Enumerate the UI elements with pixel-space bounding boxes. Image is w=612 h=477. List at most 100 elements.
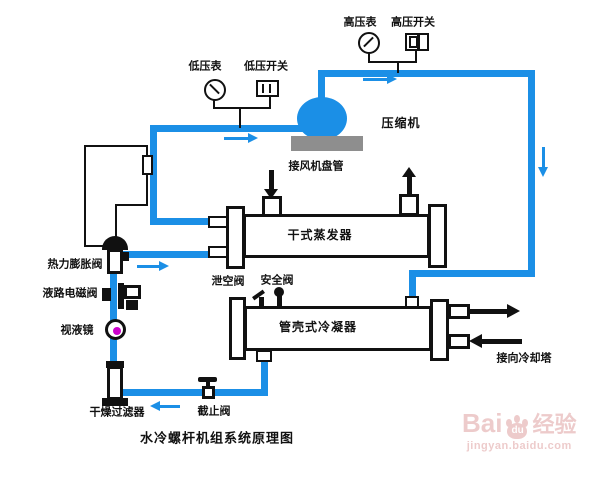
capillary-vertical xyxy=(115,204,117,238)
condenser-bottom-stub xyxy=(256,350,272,362)
high-pressure-gauge-icon xyxy=(358,32,380,54)
flow-arrow-liquid xyxy=(160,405,180,408)
flow-arrow-txv xyxy=(137,265,159,268)
flow-arrow-liquid-head xyxy=(150,401,160,411)
low-switch-contact-2 xyxy=(269,84,271,93)
flow-arrow-suction-head xyxy=(248,133,258,143)
high-gauge-label: 高压表 xyxy=(343,16,377,29)
compressor-label: 压缩机 xyxy=(381,116,421,130)
cond-water-out-arrow-head xyxy=(507,304,520,318)
evaporator-outlet-pipe xyxy=(150,218,214,225)
purge-valve-label: 泄空阀 xyxy=(211,275,245,288)
condenser-label: 管壳式冷凝器 xyxy=(278,320,358,334)
condenser-right-nozzle-bottom xyxy=(448,334,470,349)
high-switch-drop-line xyxy=(415,50,417,63)
low-switch-contact-1 xyxy=(262,84,264,93)
solenoid-valve-bar xyxy=(118,283,124,309)
capillary-horizontal xyxy=(115,204,148,206)
sight-glass-label: 视液镜 xyxy=(60,324,94,337)
low-gauge-drop-line xyxy=(213,99,215,109)
high-tap-horizontal xyxy=(368,61,417,63)
bulb-line-vertical xyxy=(146,145,148,206)
compressor-base xyxy=(291,136,363,151)
stop-valve-body xyxy=(202,386,215,399)
low-switch-drop-line xyxy=(269,96,271,109)
condenser-right-cap xyxy=(430,299,449,361)
right-riser-pipe xyxy=(528,70,535,277)
evaporator-label: 干式蒸发器 xyxy=(287,228,353,242)
watermark-du: du xyxy=(511,425,524,436)
flow-arrow-down-head xyxy=(538,167,548,177)
low-tap-down-line xyxy=(239,107,241,128)
txv-outlet-pipe xyxy=(120,251,214,258)
watermark-bai: Bai xyxy=(462,408,503,438)
stop-valve-label: 截止阀 xyxy=(197,405,231,418)
evap-water-in-arrow-shaft xyxy=(269,170,274,190)
expansion-valve-body xyxy=(107,249,123,274)
solenoid-valve-left-tab xyxy=(102,288,111,301)
watermark-url: jingyan.baidu.com xyxy=(466,440,572,452)
filter-drier-body xyxy=(107,366,123,400)
watermark-suffix: 经验 xyxy=(532,412,577,437)
condenser-right-nozzle-top xyxy=(448,304,470,319)
cooling-tower-label: 接向冷却塔 xyxy=(496,352,552,365)
evap-water-out-arrow-head xyxy=(402,167,416,177)
discharge-pipe-vertical xyxy=(318,72,325,104)
equalizer-vertical-left xyxy=(84,145,86,247)
liquid-line-bottom-horizontal xyxy=(116,389,268,396)
flow-arrow-discharge xyxy=(363,78,387,81)
evaporator-left-cap xyxy=(226,206,245,269)
flow-arrow-suction xyxy=(224,137,248,140)
solenoid-valve-label: 液路电磁阀 xyxy=(42,287,98,300)
low-pressure-switch-icon xyxy=(256,80,279,97)
evap-water-out-arrow-shaft xyxy=(407,176,412,195)
filter-drier-top-cap xyxy=(106,361,124,368)
high-tap-down-line xyxy=(397,61,399,73)
sight-glass-lens xyxy=(113,327,121,335)
solenoid-valve-coil-top xyxy=(124,285,141,299)
condenser-feed-horizontal xyxy=(409,270,535,277)
baidu-paw-icon: du xyxy=(504,415,530,439)
low-tap-horizontal xyxy=(213,107,271,109)
low-gauge-label: 低压表 xyxy=(188,60,222,73)
high-switch-bar xyxy=(417,35,420,49)
condenser-left-cap xyxy=(229,297,246,360)
low-switch-label: 低压开关 xyxy=(244,60,288,73)
sight-glass-icon xyxy=(105,319,126,340)
evaporator-right-cap xyxy=(428,204,447,268)
liquid-line-vertical xyxy=(110,268,117,368)
discharge-pipe-horizontal xyxy=(318,70,535,77)
expansion-valve-dome xyxy=(102,236,128,250)
watermark: Bai du 经验 jingyan.baidu.com xyxy=(462,407,576,452)
diagram-title: 水冷螺杆机组系统原理图 xyxy=(139,430,295,446)
safety-valve-icon-ball xyxy=(274,287,284,297)
flow-arrow-discharge-head xyxy=(387,74,397,84)
equalizer-horizontal-top xyxy=(84,145,148,147)
cond-water-in-arrow-head xyxy=(469,334,482,348)
safety-valve-icon-stem xyxy=(277,295,282,307)
txv-sensing-bulb xyxy=(142,155,153,175)
condenser-feed-vertical xyxy=(409,270,416,299)
purge-valve-icon-stem xyxy=(259,297,264,307)
high-gauge-drop-line xyxy=(368,52,370,63)
cond-water-in-arrow-shaft xyxy=(482,339,522,344)
equalizer-into-txv xyxy=(84,245,109,247)
filter-drier-label: 干燥过滤器 xyxy=(89,406,145,419)
filter-drier-bottom-cap xyxy=(102,398,128,406)
evap-water-in-arrow-head xyxy=(264,189,278,199)
solenoid-valve-coil-bottom xyxy=(126,300,138,310)
stop-valve-handle xyxy=(198,377,217,382)
compressor-icon xyxy=(297,97,347,140)
flow-arrow-down xyxy=(542,147,545,167)
flow-arrow-txv-head xyxy=(159,261,169,271)
cond-water-out-arrow-shaft xyxy=(470,309,508,314)
safety-valve-label: 安全阀 xyxy=(260,274,294,287)
condenser-outlet-vertical xyxy=(261,358,268,396)
suction-pipe-horizontal xyxy=(150,125,304,132)
stop-valve-stem xyxy=(206,381,210,387)
high-switch-label: 高压开关 xyxy=(391,16,435,29)
expansion-valve-label: 热力膨胀阀 xyxy=(47,258,103,271)
expansion-valve-outlet-stub xyxy=(122,252,129,261)
evaporator-top-nozzle-right xyxy=(399,194,419,216)
